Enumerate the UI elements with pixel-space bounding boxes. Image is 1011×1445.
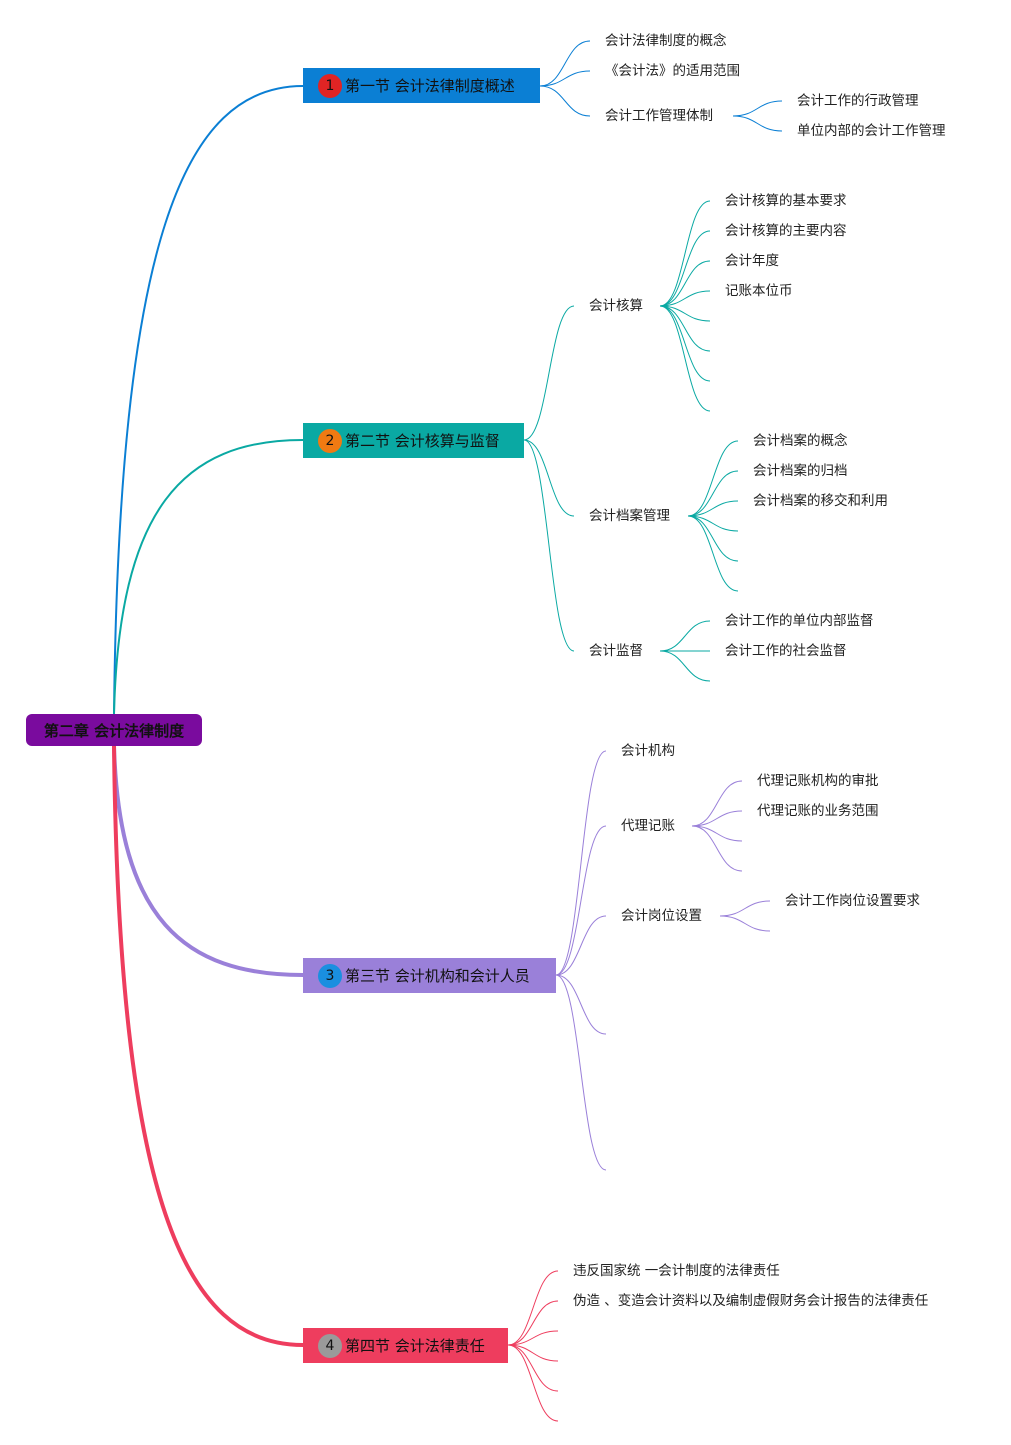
section-node-2[interactable]: 2 第二节 会计核算与监督	[303, 423, 524, 458]
number-badge-2: 2	[318, 428, 342, 453]
root-branch-line	[113, 85, 304, 715]
branch-line	[659, 290, 711, 307]
topic-node[interactable]: 伪造 、变造会计资料以及编制虚假财务会计报告的法律责任	[573, 1293, 929, 1309]
branch-line	[555, 825, 607, 976]
branch-line	[659, 200, 711, 307]
branch-line	[507, 1344, 559, 1422]
branch-line	[691, 825, 743, 842]
branch-line	[523, 439, 575, 517]
number-badge-4: 4	[318, 1333, 342, 1358]
leaf-node[interactable]: 代理记账机构的审批	[757, 773, 879, 789]
branch-line	[659, 620, 711, 652]
branch-line	[659, 305, 711, 382]
topic-node[interactable]: 违反国家统 一会计制度的法律责任	[573, 1263, 780, 1279]
branch-line	[691, 780, 743, 827]
root-label: 第二章 会计法律制度	[43, 721, 185, 740]
leaf-node[interactable]: 会计档案的归档	[753, 463, 848, 479]
leaf-node[interactable]: 会计档案的移交和利用	[753, 493, 888, 509]
branch-line	[539, 85, 591, 117]
branch-line	[659, 230, 711, 307]
topic-node[interactable]: 会计机构	[621, 743, 675, 759]
leaf-node[interactable]: 会计工作岗位设置要求	[785, 893, 920, 909]
branch-line	[687, 515, 739, 562]
number-badge-1: 1	[318, 73, 342, 98]
branch-line	[687, 515, 739, 592]
branch-line	[539, 70, 591, 87]
root-branch-line	[113, 439, 304, 715]
branch-line	[687, 500, 739, 517]
root-node[interactable]: 第二章 会计法律制度	[26, 714, 202, 746]
number-badge-3: 3	[318, 963, 342, 988]
topic-node[interactable]: 《会计法》的适用范围	[605, 63, 740, 79]
branch-line	[659, 305, 711, 322]
topic-node[interactable]: 会计核算	[589, 298, 643, 314]
section-label: 第一节 会计法律制度概述	[345, 77, 515, 95]
branch-line	[659, 305, 711, 352]
topic-node[interactable]: 会计工作管理体制	[605, 108, 713, 124]
topic-node[interactable]: 会计岗位设置	[621, 908, 702, 924]
branch-line	[507, 1330, 559, 1346]
section-label: 第二节 会计核算与监督	[345, 432, 500, 450]
topic-node[interactable]: 会计档案管理	[589, 508, 670, 524]
branch-line	[659, 305, 711, 412]
branch-line	[732, 100, 783, 117]
branch-line	[523, 305, 575, 441]
topic-node[interactable]: 会计法律制度的概念	[605, 33, 727, 49]
branch-line	[523, 439, 575, 652]
section-node-3[interactable]: 3 第三节 会计机构和会计人员	[303, 958, 556, 993]
leaf-node[interactable]: 会计档案的概念	[753, 433, 848, 449]
branch-line	[507, 1344, 559, 1392]
branch-line	[719, 915, 771, 932]
leaf-node[interactable]: 单位内部的会计工作管理	[797, 123, 946, 139]
topic-node[interactable]: 代理记账	[621, 818, 675, 834]
leaf-node[interactable]: 会计工作的社会监督	[725, 643, 847, 659]
topic-node[interactable]: 会计监督	[589, 643, 643, 659]
section-label: 第四节 会计法律责任	[345, 1337, 485, 1355]
branch-line	[659, 650, 711, 682]
section-node-1[interactable]: 1 第一节 会计法律制度概述	[303, 68, 540, 103]
branch-line	[687, 515, 739, 532]
branch-line	[539, 40, 591, 87]
branch-line	[507, 1300, 559, 1346]
branch-line	[555, 974, 607, 1171]
branch-line	[732, 115, 783, 132]
branch-line	[687, 440, 739, 517]
branch-line	[687, 470, 739, 517]
leaf-node[interactable]: 会计工作的单位内部监督	[725, 613, 874, 629]
branch-line	[719, 900, 771, 917]
leaf-node[interactable]: 会计工作的行政管理	[797, 93, 919, 109]
leaf-node[interactable]: 会计核算的基本要求	[725, 193, 847, 209]
leaf-node[interactable]: 会计核算的主要内容	[725, 223, 847, 239]
branch-line	[555, 750, 607, 976]
leaf-node[interactable]: 会计年度	[725, 253, 779, 269]
branch-line	[555, 915, 607, 976]
root-branch-line	[112, 745, 304, 977]
branch-line	[691, 825, 743, 872]
root-branch-line	[112, 745, 304, 1347]
branch-line	[507, 1270, 559, 1346]
branch-line	[555, 974, 607, 1035]
leaf-node[interactable]: 记账本位币	[725, 283, 793, 299]
leaf-node[interactable]: 代理记账的业务范围	[757, 803, 879, 819]
branch-line	[507, 1344, 559, 1362]
section-label: 第三节 会计机构和会计人员	[345, 967, 530, 985]
branch-line	[659, 260, 711, 307]
branch-line	[691, 810, 743, 827]
section-node-4[interactable]: 4 第四节 会计法律责任	[303, 1328, 508, 1363]
